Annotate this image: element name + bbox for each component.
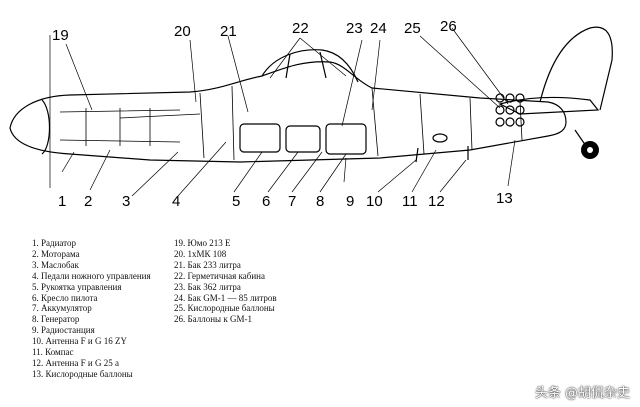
legend-item: 5. Рукоятка управления [32,281,122,292]
callout-7: 7 [288,193,296,210]
callout-3: 3 [122,193,130,210]
watermark: 头条 @胡侃杂史 [534,386,630,401]
callout-19: 19 [52,27,69,44]
legend-item: 10. Антенна F и G 16 ZY [32,336,127,347]
legend-item: 21. Бак 233 литра [174,259,241,270]
callout-5: 5 [232,193,240,210]
canopy [261,49,359,83]
aircraft-cutaway-diagram: 19 20 21 22 23 24 25 26 1 2 3 4 5 6 7 8 … [9,18,613,210]
callout-11: 11 [402,193,418,210]
callout-24: 24 [370,20,387,37]
callout-8: 8 [316,193,324,210]
callout-25: 25 [404,20,421,37]
callout-21: 21 [220,23,237,40]
legend-item: 6. Кресло пилота [32,292,98,303]
callout-13: 13 [496,190,513,207]
legend-item: 4. Педали ножного управления [32,270,151,281]
legend-left-column: 1. Радиатор 2. Моторама 3. Маслобак 4. П… [32,238,151,380]
callout-6: 6 [262,193,270,210]
fuselage-outline [9,61,567,163]
legend-item: 26. Баллоны к GM-1 [174,314,252,325]
callout-9: 9 [346,193,354,210]
legend-item: 24. Бак GM-1 — 85 литров [174,292,277,303]
legend-item: 2. Моторама [32,248,80,259]
legend-item: 25. Кислородные баллоны [174,303,275,314]
callout-22: 22 [292,20,309,37]
callout-4: 4 [172,193,180,210]
callout-12: 12 [428,193,445,210]
legend-item: 13. Кислородные баллоны [32,368,133,379]
legend-right-column: 19. Юмо 213 Е 20. 1хМК 108 21. Бак 233 л… [174,238,277,325]
legend-item: 3. Маслобак [32,259,79,270]
legend-item: 20. 1хМК 108 [174,248,227,259]
legend-item: 23. Бак 362 литра [174,281,241,292]
legend-item: 19. Юмо 213 Е [174,238,231,248]
callout-20: 20 [174,23,191,40]
callout-1: 1 [58,193,66,210]
legend-item: 8. Генератор [32,314,80,325]
legend-item: 11. Компас [32,347,74,358]
legend-item: 9. Радиостанция [32,325,95,336]
callout-10: 10 [366,193,383,210]
legend-item: 7. Аккумулятор [32,303,92,314]
callout-2: 2 [84,193,92,210]
vertical-tail [539,26,613,111]
callout-26: 26 [440,18,457,35]
callout-23: 23 [346,20,363,37]
legend-item: 1. Радиатор [32,238,76,248]
legend-item: 22. Герметичная кабина [174,270,265,281]
legend-item: 12. Антенна F и G 25 a [32,357,119,368]
